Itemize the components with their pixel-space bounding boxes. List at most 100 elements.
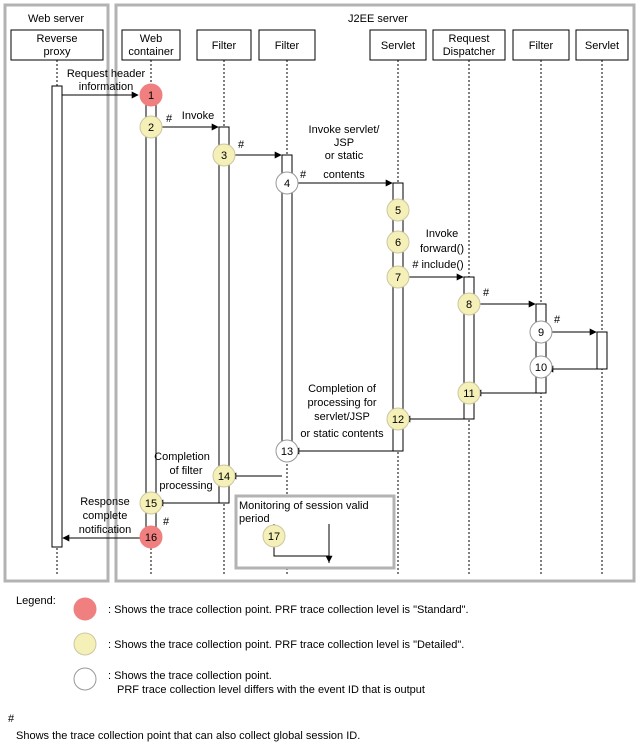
svg-text:6: 6 xyxy=(395,237,401,249)
svg-text:15: 15 xyxy=(145,498,157,510)
j2ee-server-frame xyxy=(114,3,636,583)
trace-point-13: 13 xyxy=(275,439,299,463)
hash-mark-9: # xyxy=(554,314,561,326)
trace-point-6: 6 xyxy=(386,230,410,254)
trace-point-12: 12 xyxy=(386,407,410,431)
svg-text:5: 5 xyxy=(395,205,401,217)
legend-detailed-text: : Shows the trace collection point. PRF … xyxy=(108,639,464,651)
svg-text:14: 14 xyxy=(218,471,230,483)
msg-request-header-2: information xyxy=(79,81,133,93)
trace-point-7: 7 xyxy=(386,265,410,289)
svg-text:Filter: Filter xyxy=(212,40,237,52)
legend-hash-note: Shows the trace collection point that ca… xyxy=(16,730,360,742)
svg-text:Servlet: Servlet xyxy=(585,40,619,52)
msg-completion-servlet-3: servlet/JSP xyxy=(314,411,370,423)
legend-varies-text-2: PRF trace collection level differs with … xyxy=(117,684,425,696)
msg-completion-filter-2: of filter xyxy=(169,465,202,477)
svg-text:Filter: Filter xyxy=(529,40,554,52)
svg-text:4: 4 xyxy=(284,178,290,190)
session-monitor-box: Monitoring of session valid period xyxy=(234,494,396,570)
hash-mark-4: # xyxy=(300,169,307,181)
msg-completion-filter-1: Completion xyxy=(154,451,210,463)
trace-point-1: 1 xyxy=(139,83,163,107)
legend-varies-text-1: : Shows the trace collection point. xyxy=(108,670,272,682)
trace-point-9: 9 xyxy=(529,320,553,344)
trace-point-8: 8 xyxy=(457,292,481,316)
lane-header-reverse-proxy: Reverse proxy xyxy=(10,29,104,61)
msg-invoke-forward-3: # include() xyxy=(412,259,463,271)
svg-text:7: 7 xyxy=(395,272,401,284)
lane-label-reverse-proxy-1: Reverse xyxy=(37,33,78,45)
trace-point-10: 10 xyxy=(529,355,553,379)
msg-invoke-servlet-2: JSP xyxy=(334,137,354,149)
svg-text:10: 10 xyxy=(535,362,547,374)
svg-text:12: 12 xyxy=(392,414,404,426)
trace-point-11: 11 xyxy=(457,381,481,405)
trace-point-15: 15 xyxy=(139,491,163,515)
svg-text:16: 16 xyxy=(145,532,157,544)
lane-label-web-container-2: container xyxy=(128,46,174,58)
legend-detailed: : Shows the trace collection point. PRF … xyxy=(73,632,464,656)
trace-point-3: 3 xyxy=(212,143,236,167)
svg-text:1: 1 xyxy=(148,90,154,102)
msg-response-complete-1: Response xyxy=(80,496,130,508)
msg-completion-servlet-1: Completion of xyxy=(308,383,377,395)
legend-title: Legend: xyxy=(16,595,56,607)
lane-label-rd-1: Request xyxy=(449,33,490,45)
svg-text:11: 11 xyxy=(463,388,474,400)
legend-varies-swatch xyxy=(73,667,97,691)
legend-varies: : Shows the trace collection point. PRF … xyxy=(73,667,425,696)
svg-text:3: 3 xyxy=(221,150,227,162)
svg-text:9: 9 xyxy=(538,327,544,339)
hash-mark-3: # xyxy=(238,139,245,151)
lane-header-filter-3: Filter xyxy=(512,29,570,61)
msg-invoke-forward-2: forward() xyxy=(420,243,464,255)
legend-detailed-swatch xyxy=(73,632,97,656)
msg-invoke-forward-1: Invoke xyxy=(426,228,458,240)
msg-invoke: Invoke xyxy=(182,110,214,122)
svg-text:13: 13 xyxy=(281,446,293,458)
legend-standard-text: : Shows the trace collection point. PRF … xyxy=(108,604,469,616)
trace-point-14: 14 xyxy=(212,464,236,488)
web-server-frame xyxy=(3,3,110,583)
message-arrows xyxy=(62,91,597,542)
lane-header-filter-1: Filter xyxy=(196,29,252,61)
trace-point-17: 17 xyxy=(262,524,286,548)
legend-standard: : Shows the trace collection point. PRF … xyxy=(73,597,469,621)
lane-label-web-container-1: Web xyxy=(140,33,162,45)
svg-text:Servlet: Servlet xyxy=(381,40,415,52)
hash-mark-2: # xyxy=(166,113,173,125)
trace-point-5: 5 xyxy=(386,198,410,222)
msg-completion-servlet-2: processing for xyxy=(307,397,376,409)
msg-request-header-1: Request header xyxy=(67,68,146,80)
lane-header-servlet-2: Servlet xyxy=(575,29,629,61)
lane-label-reverse-proxy-2: proxy xyxy=(44,46,71,58)
msg-session-monitor-1: Monitoring of session valid xyxy=(239,500,369,512)
j2ee-server-title: J2EE server xyxy=(348,13,408,25)
msg-response-complete-3: notification xyxy=(79,524,132,536)
msg-invoke-servlet-3: or static xyxy=(325,150,364,162)
legend-hash-symbol: # xyxy=(8,713,15,725)
trace-point-2: 2 xyxy=(139,115,163,139)
lane-header-web-container: Web container xyxy=(121,29,181,61)
msg-completion-filter-3: processing xyxy=(159,480,212,492)
svg-text:Filter: Filter xyxy=(275,40,300,52)
lane-header-request-dispatcher: Request Dispatcher xyxy=(432,29,506,61)
hash-mark-8: # xyxy=(483,287,490,299)
lane-header-filter-2: Filter xyxy=(258,29,316,61)
web-server-title: Web server xyxy=(28,13,84,25)
trace-point-4: 4 xyxy=(275,171,299,195)
svg-text:2: 2 xyxy=(148,122,154,134)
msg-session-monitor-2: period xyxy=(239,513,270,525)
msg-invoke-servlet-1: Invoke servlet/ xyxy=(309,124,381,136)
trace-point-16: 16 xyxy=(139,525,163,549)
msg-response-complete-2: complete xyxy=(83,510,128,522)
lane-header-servlet-1: Servlet xyxy=(369,29,427,61)
svg-text:8: 8 xyxy=(466,299,472,311)
lane-label-rd-2: Dispatcher xyxy=(443,46,496,58)
activation-bars xyxy=(51,85,608,548)
msg-completion-servlet-4: or static contents xyxy=(300,428,384,440)
msg-invoke-servlet-4: contents xyxy=(323,169,365,181)
legend-standard-swatch xyxy=(73,597,97,621)
